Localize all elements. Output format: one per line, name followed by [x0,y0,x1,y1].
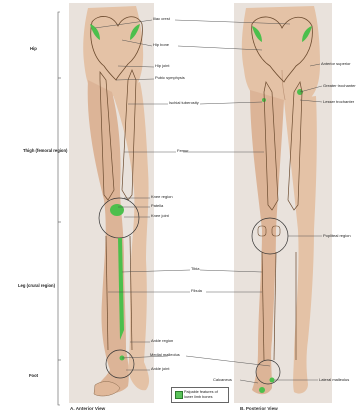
label-lateral-malleolus: Lateral malleolus [319,378,349,382]
region-leg: Leg (crural region) [18,283,55,288]
label-knee-joint: Knee joint [151,214,169,218]
region-bracket [58,12,60,405]
label-lesser-trochanter: Lesser trochanter [323,100,354,104]
label-popliteal-region: Popliteal region [323,234,351,238]
legend-text: Palpable features of lower limb bones [184,390,226,399]
label-ischial-tuberosity: Ischial tuberosity [169,101,199,105]
label-knee-region: Knee region [151,195,173,199]
label-patella: Patella [151,204,163,208]
label-iliac-crest: Iliac crest [153,17,170,21]
label-pubic-symphysis: Pubic symphysis [155,76,185,80]
label-fibula: Fibula [191,289,202,293]
region-foot: Foot [29,373,38,378]
legend: Palpable features of lower limb bones [171,387,229,403]
label-ankle-joint: Ankle joint [151,367,169,371]
label-medial-malleolus: Medial malleolus [150,353,180,357]
region-thigh: Thigh (femoral region) [23,148,67,153]
label-anterior-superior: Anterior superior [321,62,351,66]
label-ankle-region: Ankle region [151,339,173,343]
legend-swatch [175,391,183,399]
label-calcaneus: Calcaneus [213,378,232,382]
label-greater-trochanter: Greater trochanter [323,84,356,88]
caption-posterior-view: B. Posterior View [240,406,278,411]
label-hip-bone: Hip bone [153,43,169,47]
region-hip: Hip [30,46,37,51]
caption-anterior-view: A. Anterior View [70,406,105,411]
label-femur: Femur [177,149,189,153]
label-hip-joint: Hip joint [155,64,169,68]
label-tibia: Tibia [191,267,200,271]
